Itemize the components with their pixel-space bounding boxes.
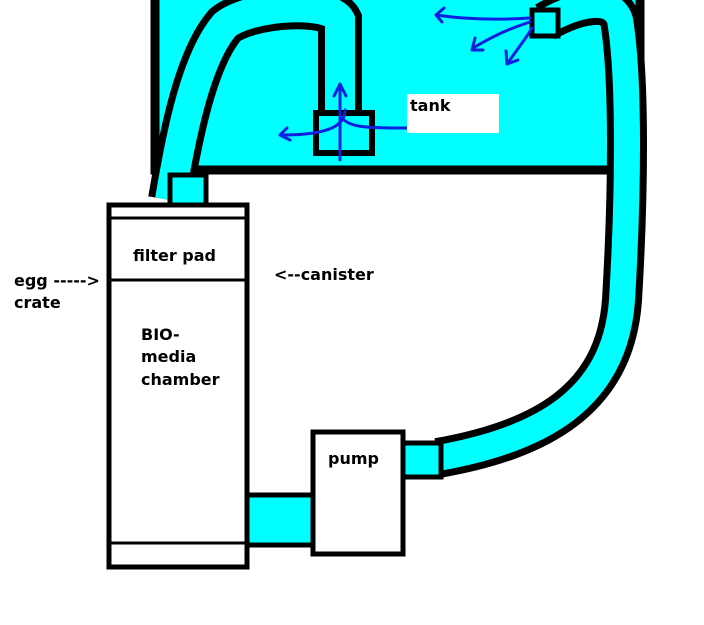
canister-label: <--canister: [274, 265, 374, 284]
outlet-arrow-2: [470, 20, 532, 52]
return-tube: [434, 0, 647, 478]
return-outlet: [529, 7, 561, 39]
outlet-arrow-1: [434, 6, 532, 24]
bio-media-label-line3: chamber: [141, 370, 220, 389]
canister-outline: [106, 202, 250, 570]
canister: [106, 202, 250, 570]
egg-crate-label-line1: egg ----->: [14, 271, 100, 290]
egg-crate-label-line2: crate: [14, 293, 61, 312]
intake-arrow-left: [278, 108, 347, 142]
canister-top-connector: [167, 172, 209, 208]
pump-box: [310, 429, 406, 557]
intake-arrow-right: [340, 116, 410, 130]
pump-label: pump: [328, 449, 379, 468]
bio-media-label-line2: media: [141, 347, 197, 366]
canister-pump-connector: [244, 492, 316, 548]
tank-label-box: [407, 94, 499, 133]
outlet-arrow-3: [504, 26, 534, 66]
bio-media-label-line1: BIO-: [141, 325, 180, 344]
tank-water: [155, 0, 640, 168]
filter-pad-label: filter pad: [133, 246, 217, 265]
flow-arrows: [278, 6, 534, 162]
pump-outlet-connector: [400, 440, 444, 480]
intake-tube: [148, 0, 362, 204]
tank-label: tank: [410, 96, 451, 115]
